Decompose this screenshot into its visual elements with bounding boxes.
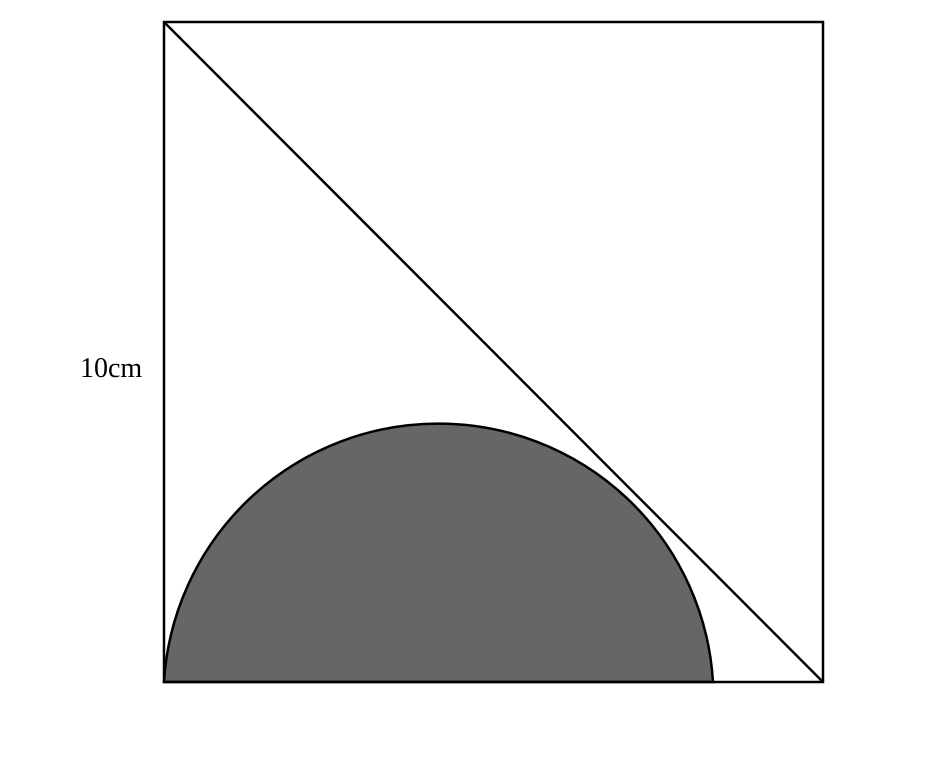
shaded-semicircle bbox=[162, 422, 715, 684]
side-length-label: 10cm bbox=[80, 353, 142, 384]
square-diagonal bbox=[163, 21, 824, 683]
square-outline bbox=[162, 20, 825, 684]
